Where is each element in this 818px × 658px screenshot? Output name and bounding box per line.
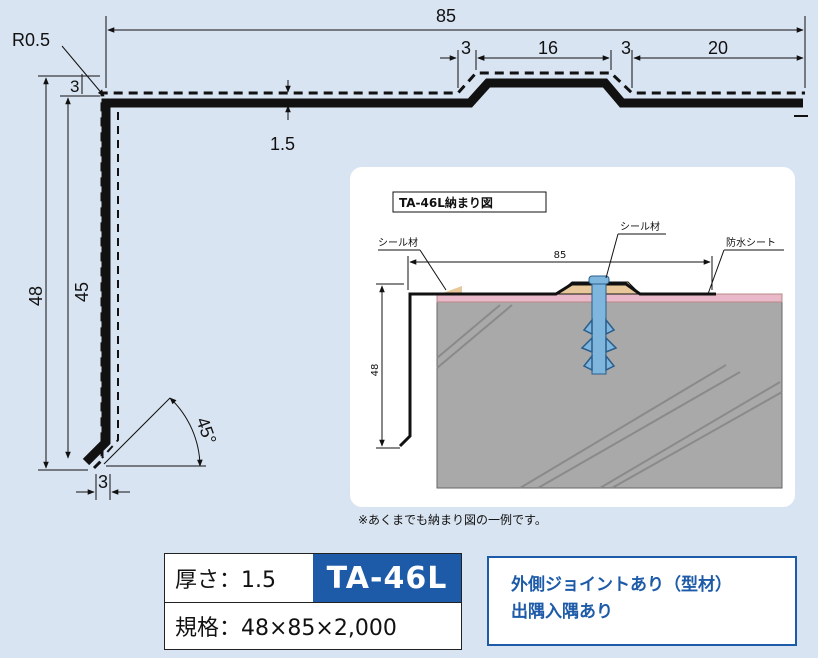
dim-thickness: 1.5 [270, 134, 295, 154]
feature-line-joint: 外側ジョイントあり（型材） [511, 575, 732, 595]
radius-label: R0.5 [12, 30, 50, 50]
dim-3-left: 3 [461, 38, 471, 58]
dim-48: 48 [26, 286, 46, 306]
thickness-label: 厚さ：1.5 [175, 568, 276, 593]
size-label: 規格：48×85×2,000 [175, 616, 397, 641]
feature-box: 外側ジョイントあり（型材） 出隅入隅あり [487, 556, 797, 646]
waterproof-sheet-label: 防水シート [726, 236, 776, 249]
angle-profile [82, 71, 808, 470]
dim-45: 45 [72, 282, 92, 302]
model-badge: TA-46L [313, 554, 461, 602]
dim-3-vertical: 3 [70, 77, 79, 96]
spec-row-size: 規格：48×85×2,000 [165, 602, 461, 650]
dim-total-width: 85 [436, 6, 456, 26]
dim-16: 16 [538, 38, 558, 58]
note-text: ※あくまでも納まり図の一例です。 [358, 513, 547, 527]
inset-dim-48: 48 [370, 364, 381, 377]
inset-dim-85: 85 [554, 250, 567, 261]
inset-title: TA-46L納まり図 [399, 195, 493, 210]
dim-3-right: 3 [621, 38, 631, 58]
spec-table: 厚さ：1.5 TA-46L 規格：48×85×2,000 [164, 553, 462, 650]
spec-row-thickness: 厚さ：1.5 TA-46L [165, 554, 461, 603]
feature-line-corners: 出隅入隅あり [511, 602, 613, 622]
dim-20: 20 [708, 38, 728, 58]
installation-inset: TA-46L納まり図 [350, 167, 795, 507]
seal-label-left: シール材 [378, 236, 418, 249]
dimension-lines [38, 16, 806, 500]
dim-3-bottom: 3 [98, 472, 108, 492]
seal-label-center: シール材 [620, 220, 660, 233]
